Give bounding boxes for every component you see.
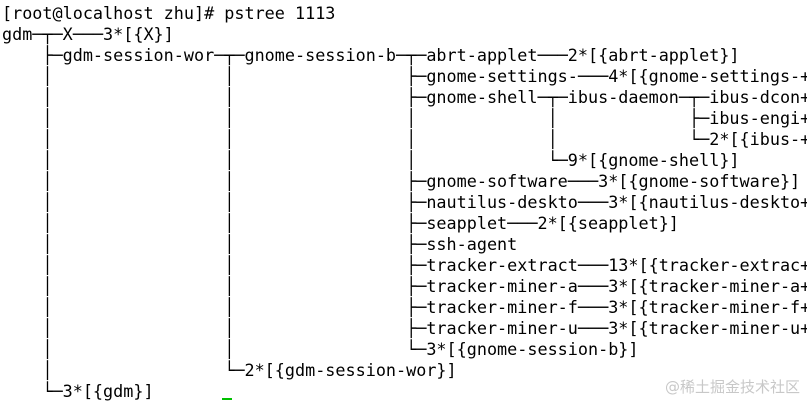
process-tree-line: │ └─2*[{gdm-session-wor}] (2, 360, 457, 380)
process-tree-line: │ │ ├─nautilus-deskto───3*[{nautilus-des… (2, 192, 807, 212)
process-tree-line: │ │ ├─tracker-miner-u───3*[{tracker-mine… (2, 318, 807, 338)
process-tree-line: │ │ ├─gnome-shell─┬─ibus-daemon─┬─ibus-d… (2, 87, 807, 107)
watermark: @稀土掘金技术社区 (664, 378, 800, 396)
process-tree-line: ├─gdm-session-wor─┬─gnome-session-b─┬─ab… (2, 45, 740, 65)
process-tree-line: │ │ ├─tracker-miner-a───3*[{tracker-mine… (2, 276, 807, 296)
process-tree-line: │ │ │ │ ├─ibus-engi+ (2, 108, 807, 128)
command-line: [root@localhost zhu]# pstree 1113 (2, 3, 336, 23)
process-tree-line: └─3*[{gdm}] (2, 381, 154, 401)
process-tree-line: │ │ ├─tracker-extract───13*[{tracker-ext… (2, 255, 807, 275)
process-tree-line: │ │ │ │ └─2*[{ibus-+ (2, 129, 807, 149)
process-tree-line: gdm─┬─X───3*[{X}] (2, 24, 174, 44)
text-cursor (222, 398, 232, 400)
process-tree-line: │ │ ├─ssh-agent (2, 234, 518, 254)
process-tree-line: │ │ ├─gnome-software───3*[{gnome-softwar… (2, 171, 801, 191)
process-tree-line: │ │ ├─tracker-miner-f───3*[{tracker-mine… (2, 297, 807, 317)
process-tree-line: │ │ ├─seapplet───2*[{seapplet}] (2, 213, 679, 233)
process-tree-line: │ │ └─3*[{gnome-session-b}] (2, 339, 639, 359)
process-tree-line: │ │ ├─gnome-settings-───4*[{gnome-settin… (2, 66, 807, 86)
process-tree-line: │ │ │ └─9*[{gnome-shell}] (2, 150, 740, 170)
